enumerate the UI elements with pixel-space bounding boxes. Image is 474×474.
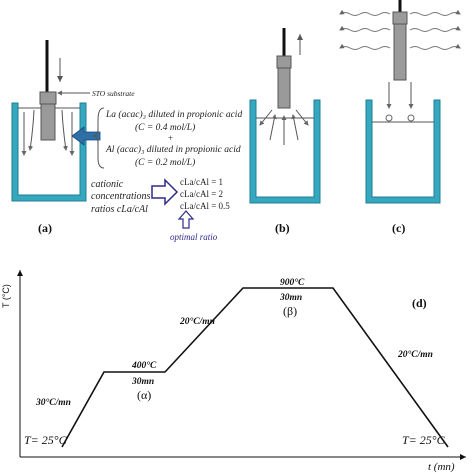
ramp3-rate: 20°C/mn [397,349,433,360]
al-line1: Al (acac)₃ diluted in propionic acid [105,144,241,155]
optimal-label: optimal ratio [170,232,218,242]
ratio-2: cLa/cAl = 2 [180,189,223,199]
la-line1: La (acac)₃ diluted in propionic acid [105,109,242,120]
thermal-profile [61,287,449,448]
hollow-arrow [151,178,179,206]
panel-a-label: (a) [38,221,52,235]
end-temp: T= 25°C [402,433,446,447]
plateau1-temp: 400°C [131,360,157,371]
cationic-line1: cationic [91,179,124,190]
beaker-a [11,102,87,202]
substrate-a [40,103,56,141]
ratio-3: cLa/cAl = 0.5 [180,201,230,211]
ramp1-rate: 30°C/mn [35,397,71,408]
drop-right [407,114,415,122]
start-temp: T= 25°C [24,433,68,447]
brace [92,107,105,169]
panel-b: (b) [249,28,321,235]
panel-b-label: (b) [275,221,290,235]
flow-arrow-right [61,109,68,151]
substrate-c [393,23,407,81]
drop-left [385,114,393,122]
flow-arrow-left [28,109,35,151]
evaporation-arrows [339,9,461,50]
al-line2: (C = 0.2 mol/L) [135,157,195,168]
plateau2-time: 30mn [279,293,302,303]
panel-d: T (°C) t (mn) T= 25°C T= 25°C 30°C/mn 40… [1,270,466,473]
x-axis-label: t (mn) [428,461,455,473]
drain-arrow-1 [259,109,273,126]
plateau2-greek: (β) [283,304,297,318]
plateau1-time: 30mn [131,377,154,387]
beaker-b [249,99,321,204]
panel-d-label: (d) [412,296,427,310]
la-line2: (C = 0.4 mol/L) [135,122,195,133]
y-axis-label: T (°C) [1,284,11,308]
panel-a: STO substrate La (acac)₃ diluted in prop… [11,40,242,242]
panel-c-label: (c) [392,221,405,235]
substrate-label: STO substrate [92,89,135,98]
cationic-line3: ratios cLa/cAl [91,204,148,215]
optimal-arrow [177,210,195,229]
holder-a [39,91,57,105]
drain-arrow-2 [295,109,309,126]
substrate-b [277,67,291,109]
holder-b [276,55,292,69]
drain-arrow-4 [291,114,299,141]
ramp2-rate: 20°C/mn [179,316,215,327]
plus-sign: + [168,133,173,143]
cationic-line2: concentrations [91,191,151,202]
plateau2-temp: 900°C [280,277,305,288]
beaker-c [365,99,441,204]
holder-c [392,11,408,25]
ratio-1: cLa/cAl = 1 [180,177,223,187]
drain-arrow-3 [269,114,277,141]
panel-c: (c) [339,0,461,235]
plateau1-greek: (α) [137,388,151,402]
